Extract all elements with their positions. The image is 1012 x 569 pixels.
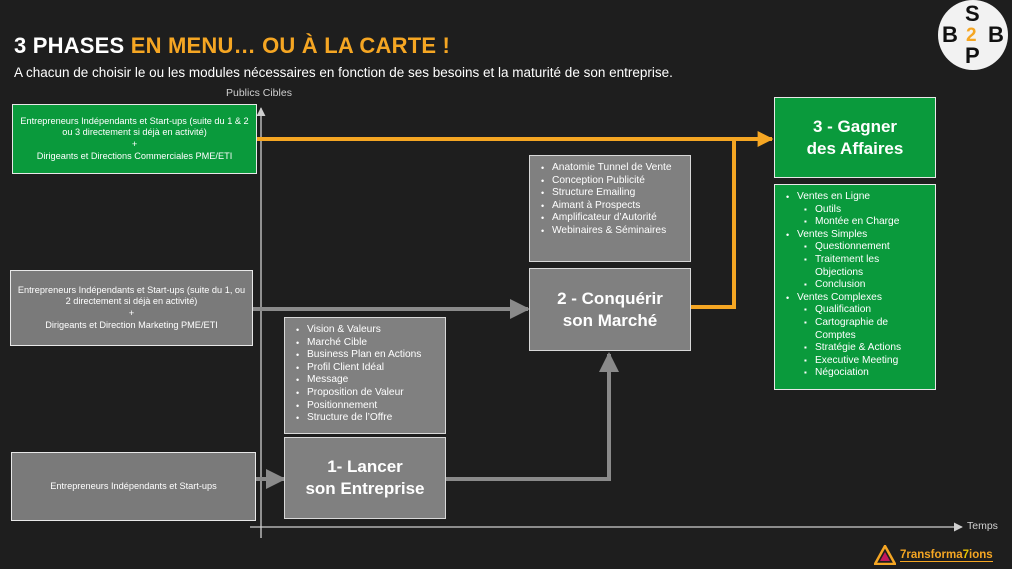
list-item: Conclusion — [804, 279, 929, 292]
phase2-box: 2 - Conquérir son Marché — [529, 268, 691, 351]
audience-text: Entrepreneurs Indépendants et Start-ups … — [17, 284, 246, 307]
audience-plus: + — [131, 139, 138, 149]
list-item: Structure de l’Offre — [296, 412, 439, 425]
list-item: Négociation — [804, 367, 929, 380]
arrow-phase2-to-phase3 — [691, 139, 736, 309]
list-item: Montée en Charge — [804, 216, 929, 229]
list-item: Profil Client Idéal — [296, 362, 439, 375]
phase-title: son Entreprise — [305, 479, 425, 498]
arrow-phase1-to-phase2 — [446, 352, 619, 481]
list-item: Traitement les Objections — [804, 254, 929, 279]
audience-text: Dirigeants et Direction Marketing PME/ET… — [45, 319, 218, 330]
list-item: Proposition de Valeur — [296, 387, 439, 400]
audience-box-phase1: Entrepreneurs Indépendants et Start-ups — [11, 452, 256, 521]
triangle-logo-icon — [874, 545, 896, 565]
list-item: Marché Cible — [296, 337, 439, 350]
phase-title: 3 - Gagner — [812, 116, 898, 136]
x-axis-label: Temps — [967, 520, 998, 532]
phase3-modules-list: Ventes en Ligne Outils Montée en Charge … — [774, 184, 936, 390]
list-item: Ventes en Ligne — [786, 191, 929, 204]
phase-title: son Marché — [562, 310, 658, 330]
audience-box-phase2: Entrepreneurs Indépendants et Start-ups … — [10, 270, 253, 346]
audience-text: Entrepreneurs Indépendants et Start-ups — [50, 480, 217, 491]
logo-letter: S — [965, 1, 980, 26]
logo-letter: B — [942, 22, 958, 47]
phase-title: des Affaires — [806, 138, 904, 158]
phase1-modules-list: Vision & Valeurs Marché Cible Business P… — [284, 317, 446, 434]
list-item: Qualification — [804, 304, 929, 317]
audience-box-phase3: Entrepreneurs Indépendants et Start-ups … — [12, 104, 257, 174]
list-item: Webinaires & Séminaires — [541, 225, 684, 238]
audience-plus: + — [128, 308, 135, 318]
phase2-modules-list: Anatomie Tunnel de Vente Conception Publ… — [529, 155, 691, 262]
list-item: Vision & Valeurs — [296, 324, 439, 337]
list-item: Amplificateur d’Autorité — [541, 212, 684, 225]
list-item: Executive Meeting — [804, 355, 929, 368]
list-item: Message — [296, 374, 439, 387]
phase3-box: 3 - Gagner des Affaires — [774, 97, 936, 178]
b2b-logo: S B 2 B P — [938, 0, 1008, 70]
audience-text: Dirigeants et Directions Commerciales PM… — [36, 150, 233, 161]
list-item: Ventes Simples — [786, 229, 929, 242]
list-item: Cartographie de Comptes — [804, 317, 929, 342]
list-item: Questionnement — [804, 241, 929, 254]
logo-letter: P — [965, 43, 980, 68]
title-part-1: 3 PHASES — [14, 33, 131, 58]
page-subtitle: A chacun de choisir le ou les modules né… — [14, 65, 673, 80]
list-item: Business Plan en Actions — [296, 349, 439, 362]
phase-title: 2 - Conquérir — [557, 288, 663, 308]
brand-name: 7ransforma7ions — [900, 548, 993, 562]
list-item: Stratégie & Actions — [804, 342, 929, 355]
phase-title: 1- Lancer — [327, 457, 403, 476]
phase1-box: 1- Lancer son Entreprise — [284, 437, 446, 519]
list-item: Outils — [804, 204, 929, 217]
page-title: 3 PHASES EN MENU… OU À LA CARTE ! — [14, 33, 450, 59]
list-item: Structure Emailing — [541, 187, 684, 200]
title-part-2: EN MENU… OU À LA CARTE ! — [130, 33, 451, 58]
logo-letter: B — [988, 22, 1004, 47]
list-item: Anatomie Tunnel de Vente — [541, 162, 684, 175]
list-item: Aimant à Prospects — [541, 200, 684, 213]
audience-text: Entrepreneurs Indépendants et Start-ups … — [20, 115, 249, 138]
list-item: Positionnement — [296, 400, 439, 413]
list-item: Ventes Complexes — [786, 292, 929, 305]
list-item: Conception Publicité — [541, 175, 684, 188]
logo-letter: 2 — [966, 25, 977, 46]
y-axis-label: Publics Cibles — [226, 87, 292, 99]
transformations-brand: 7ransforma7ions — [874, 545, 993, 565]
